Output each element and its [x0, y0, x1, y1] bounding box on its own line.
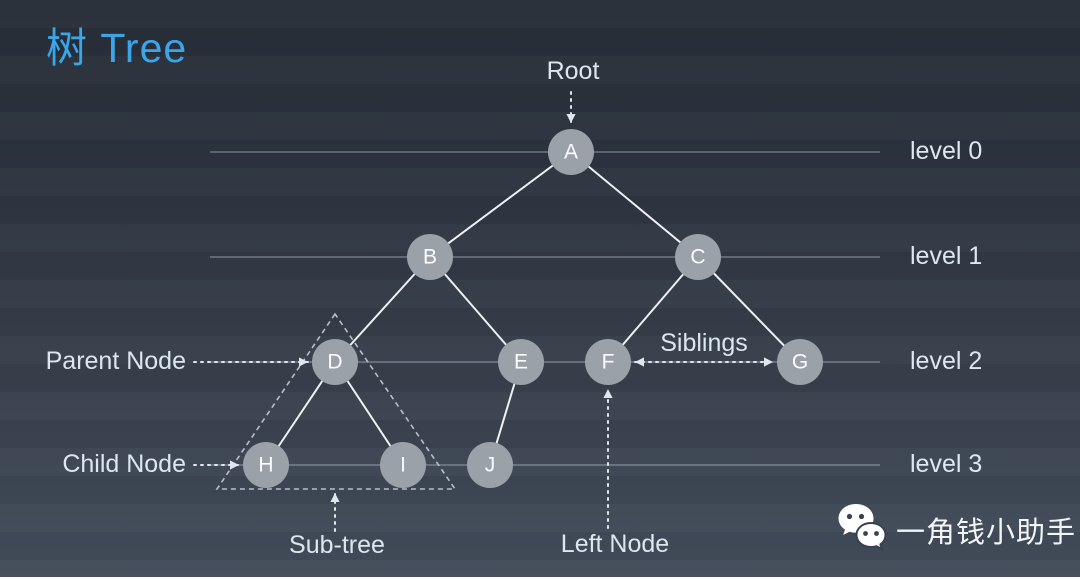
tree-node-label-B: B — [423, 246, 437, 269]
left-node-label: Left Node — [560, 530, 670, 558]
tree-node-label-I: I — [400, 454, 406, 477]
subtree-arrow-head — [330, 493, 340, 502]
siblings-arrow-head — [635, 357, 644, 367]
tree-node-F — [585, 339, 631, 385]
edge-B-E — [429, 256, 522, 363]
tree-node-H — [243, 442, 289, 488]
tree-node-label-H: H — [258, 454, 273, 477]
sub-tree-label: Sub-tree — [289, 531, 385, 559]
level-label-0: level 0 — [910, 137, 983, 165]
edge-C-F — [607, 256, 699, 363]
tree-node-label-F: F — [602, 351, 615, 374]
tree-node-label-D: D — [327, 351, 342, 374]
watermark: 一角钱小助手 — [836, 502, 1076, 558]
tree-node-A — [548, 129, 594, 175]
edge-A-C — [570, 151, 699, 258]
tree-node-J — [467, 442, 513, 488]
parent-node-arrow-head — [299, 357, 308, 367]
root-label: Root — [546, 57, 600, 85]
tree-node-label-J: J — [485, 454, 496, 477]
child-node-label: Child Node — [62, 450, 186, 478]
edge-B-D — [334, 256, 431, 363]
page-title: 树 Tree — [46, 25, 188, 71]
edge-C-G — [697, 256, 801, 363]
bottom-border — [0, 577, 1080, 580]
siblings-arrow-head — [764, 357, 773, 367]
siblings-label: Siblings — [660, 329, 748, 357]
tree-node-C — [675, 234, 721, 280]
tree-node-label-C: C — [690, 246, 705, 269]
tree-node-D — [312, 339, 358, 385]
tree-node-I — [380, 442, 426, 488]
left-node-arrow-head — [603, 389, 613, 398]
tree-node-label-G: G — [792, 351, 808, 374]
level-label-1: level 1 — [910, 242, 983, 270]
tree-node-E — [498, 339, 544, 385]
tree-node-label-E: E — [514, 351, 528, 374]
edge-A-B — [429, 151, 572, 258]
tree-node-label-A: A — [564, 141, 578, 164]
wechat-icon — [838, 504, 887, 551]
tree-node-G — [777, 339, 823, 385]
level-label-3: level 3 — [910, 450, 983, 478]
child-node-arrow-head — [230, 460, 239, 470]
watermark-text: 一角钱小助手 — [896, 517, 1077, 549]
root-arrow-head — [566, 114, 576, 123]
level-label-2: level 2 — [910, 347, 983, 375]
parent-node-label: Parent Node — [45, 347, 186, 375]
tree-node-B — [407, 234, 453, 280]
